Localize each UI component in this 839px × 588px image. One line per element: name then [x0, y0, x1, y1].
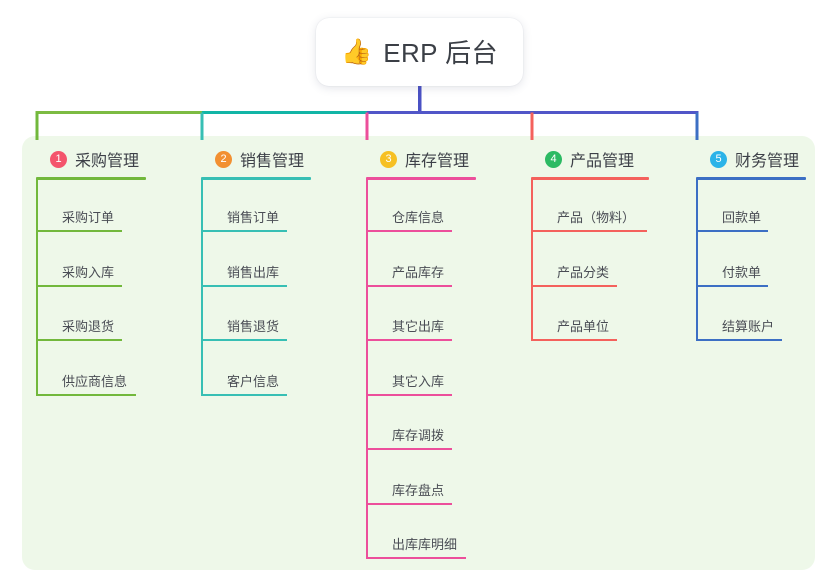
- leaf-rule: [366, 448, 452, 450]
- column-header-5[interactable]: 5 财务管理: [696, 146, 806, 172]
- thumbs-up-icon: 👍: [341, 36, 373, 66]
- column-5: 5 财务管理: [696, 146, 806, 180]
- root-node-content: 👍 ERP 后台: [341, 33, 498, 70]
- column-header-3[interactable]: 3 库存管理: [366, 146, 476, 172]
- column-header-2[interactable]: 2 销售管理: [201, 146, 311, 172]
- leaf-label: 结算账户: [722, 319, 775, 334]
- column-rule-1: [36, 177, 146, 180]
- leaf-label: 销售退货: [227, 319, 280, 334]
- leaf-label: 其它入库: [392, 373, 445, 389]
- leaf-rule: [366, 339, 452, 341]
- leaf-item[interactable]: 回款单: [696, 198, 768, 232]
- column-3: 3 库存管理: [366, 146, 476, 180]
- leaf-label: 出库库明细: [392, 537, 458, 552]
- column-2: 2 销售管理: [201, 146, 311, 180]
- column-header-4[interactable]: 4 产品管理: [531, 146, 649, 172]
- leaf-label: 仓库信息: [392, 210, 445, 225]
- leaf-rule: [696, 230, 768, 232]
- leaf-item[interactable]: 出库库明细: [366, 525, 466, 559]
- leaf-label: 客户信息: [227, 373, 280, 389]
- leaf-rule: [201, 230, 287, 232]
- leaf-label: 产品库存: [392, 264, 445, 280]
- leaf-rule: [366, 502, 452, 505]
- leaf-label: 采购退货: [62, 319, 115, 334]
- column-badge-4: 4: [545, 150, 562, 168]
- column-title-5: 财务管理: [735, 153, 800, 170]
- leaf-rule: [366, 393, 452, 396]
- leaf-rule: [531, 339, 617, 341]
- leaf-item[interactable]: 供应商信息: [36, 362, 136, 396]
- leaf-rule: [36, 393, 136, 396]
- leaf-label: 付款单: [722, 264, 762, 280]
- leaf-item[interactable]: 采购订单: [36, 198, 122, 232]
- leaf-rule: [531, 230, 647, 232]
- leaf-label: 产品（物料）: [557, 210, 636, 225]
- leaf-item[interactable]: 其它出库: [366, 307, 452, 341]
- leaf-label: 销售订单: [227, 210, 280, 225]
- column-4: 4 产品管理: [531, 146, 649, 180]
- leaf-label: 库存盘点: [392, 482, 445, 498]
- leaf-label: 回款单: [722, 210, 762, 225]
- leaf-rule: [696, 339, 782, 341]
- leaf-item[interactable]: 仓库信息: [366, 198, 452, 232]
- leaf-label: 其它出库: [392, 319, 445, 334]
- leaf-label: 供应商信息: [62, 373, 128, 389]
- leaf-label: 产品分类: [557, 264, 610, 280]
- leaf-label: 销售出库: [227, 264, 280, 280]
- leaf-rule: [696, 284, 768, 287]
- column-spine-5: [696, 178, 698, 341]
- column-header-1[interactable]: 1 采购管理: [36, 146, 146, 172]
- column-rule-2: [201, 177, 311, 180]
- leaf-rule: [36, 284, 122, 287]
- column-title-3: 库存管理: [405, 153, 470, 170]
- leaf-rule: [531, 284, 617, 287]
- leaf-rule: [36, 230, 122, 232]
- column-badge-5: 5: [710, 150, 727, 168]
- leaf-item[interactable]: 结算账户: [696, 307, 782, 341]
- column-badge-2: 2: [215, 150, 232, 168]
- leaf-label: 库存调拨: [392, 428, 445, 443]
- leaf-rule: [366, 557, 466, 559]
- leaf-item[interactable]: 付款单: [696, 253, 768, 287]
- leaf-item[interactable]: 采购退货: [36, 307, 122, 341]
- leaf-rule: [366, 230, 452, 232]
- root-title: ERP 后台: [383, 37, 498, 68]
- leaf-item[interactable]: 销售出库: [201, 253, 287, 287]
- column-badge-1: 1: [50, 150, 67, 168]
- leaf-item[interactable]: 库存盘点: [366, 471, 452, 505]
- leaf-rule: [201, 339, 287, 341]
- leaf-item[interactable]: 销售订单: [201, 198, 287, 232]
- leaf-item[interactable]: 其它入库: [366, 362, 452, 396]
- leaf-rule: [201, 393, 287, 396]
- column-1: 1 采购管理: [36, 146, 146, 180]
- column-spine-1: [36, 178, 38, 396]
- leaf-item[interactable]: 产品分类: [531, 253, 617, 287]
- column-title-4: 产品管理: [570, 153, 635, 170]
- content-panel: [22, 136, 815, 570]
- column-title-1: 采购管理: [75, 153, 140, 170]
- column-rule-4: [531, 177, 649, 180]
- column-rule-3: [366, 177, 476, 180]
- column-rule-5: [696, 177, 806, 180]
- leaf-item[interactable]: 库存调拨: [366, 416, 452, 450]
- leaf-item[interactable]: 采购入库: [36, 253, 122, 287]
- leaf-rule: [201, 284, 287, 287]
- root-node[interactable]: 👍 ERP 后台: [316, 18, 523, 86]
- leaf-item[interactable]: 产品库存: [366, 253, 452, 287]
- column-spine-4: [531, 178, 533, 341]
- column-spine-3: [366, 178, 368, 559]
- leaf-rule: [36, 339, 122, 341]
- column-title-2: 销售管理: [240, 153, 305, 170]
- leaf-rule: [366, 284, 452, 287]
- leaf-label: 采购入库: [62, 264, 115, 280]
- leaf-item[interactable]: 产品（物料）: [531, 198, 647, 232]
- leaf-item[interactable]: 产品单位: [531, 307, 617, 341]
- leaf-label: 产品单位: [557, 319, 610, 334]
- column-spine-2: [201, 178, 203, 396]
- leaf-label: 采购订单: [62, 210, 115, 225]
- leaf-item[interactable]: 销售退货: [201, 307, 287, 341]
- column-badge-3: 3: [380, 150, 397, 168]
- leaf-item[interactable]: 客户信息: [201, 362, 287, 396]
